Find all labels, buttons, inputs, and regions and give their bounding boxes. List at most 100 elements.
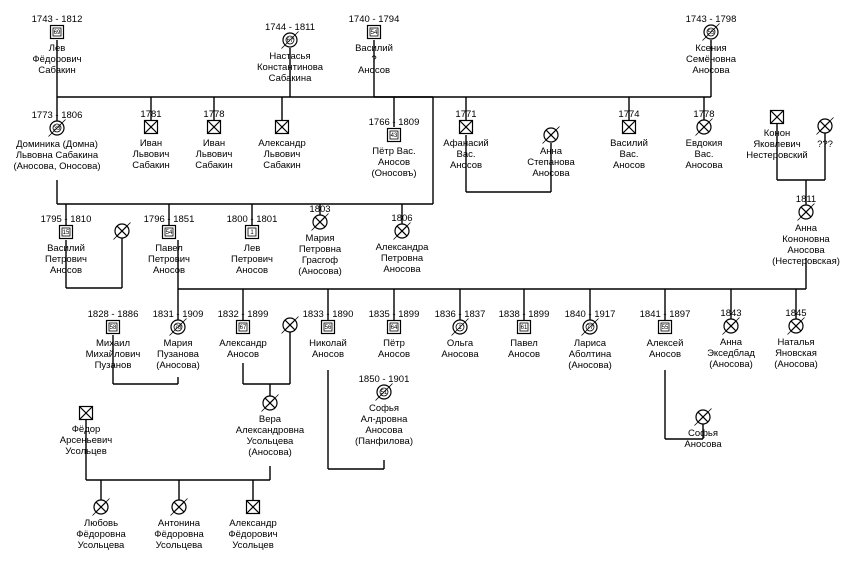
female-circle-icon (695, 118, 713, 136)
person-name-line: Вера (259, 414, 282, 425)
person-name-line: Львович (133, 149, 170, 160)
person-name-line: Софья (369, 403, 399, 414)
person-years: 1840 - 1917 (565, 309, 616, 320)
person-sofya_panfilova[interactable]: 1850 - 190151СофьяАл-дровнаАносова(Панфи… (355, 374, 413, 447)
age-label: 69 (54, 30, 61, 36)
female-circle-icon (261, 394, 279, 412)
person-name-line: Петровна (299, 244, 342, 255)
person-aleksandr_wife[interactable] (281, 316, 299, 334)
age-label: 51 (381, 390, 388, 396)
person-konon_wife[interactable]: ??? (816, 117, 834, 151)
female-circle-icon (722, 317, 740, 335)
person-years: 1841 - 1897 (640, 309, 691, 320)
person-name-line: Аносов (236, 265, 268, 276)
female-circle-icon (787, 317, 805, 335)
person-name-line: Мария (305, 233, 334, 244)
person-name-line: Лев (49, 43, 66, 54)
person-name-line: Алексей (647, 338, 684, 349)
person-years: 1781 (140, 109, 161, 120)
female-circle-icon: 67 (281, 31, 299, 49)
person-name-line: Петрович (45, 254, 87, 265)
person-years: 1771 (455, 109, 476, 120)
person-years: 1766 - 1809 (369, 117, 420, 128)
person-years: 1778 (693, 109, 714, 120)
person-name-line: (Нестеровская) (772, 256, 840, 267)
person-name-line: Аносова (692, 65, 730, 76)
person-name-line: Фёдоровна (154, 529, 204, 540)
person-years: 1774 (618, 109, 639, 120)
person-vasiliy_1795_wife[interactable] (113, 222, 131, 240)
person-name-line: Наталья (777, 337, 814, 348)
age-label: 33 (54, 126, 61, 132)
person-name-line: ??? (817, 139, 833, 150)
person-name-line: Василий (47, 243, 85, 254)
person-name-line: (Аносова, Оносова) (13, 161, 100, 172)
age-label: 1 (250, 230, 254, 236)
age-label: 56 (325, 325, 332, 331)
age-label: 1 (458, 325, 462, 331)
person-years: 1843 (720, 308, 741, 319)
person-name-line: Ал-дровна (361, 414, 408, 425)
person-years: 1833 - 1890 (303, 309, 354, 320)
person-name-line: Усольцева (156, 540, 203, 551)
person-name-line: Усольцева (247, 436, 294, 447)
person-name-line: Михайлович (86, 349, 141, 360)
age-label: 77 (587, 325, 594, 331)
person-name-line: Василий (610, 138, 648, 149)
male-square-icon: 64 (386, 319, 402, 335)
person-name-line: Нестеровский (746, 150, 807, 161)
person-name-line: Антонина (158, 518, 201, 529)
connector-lines (56, 40, 826, 500)
person-name-line: Вас. (619, 149, 638, 160)
female-circle-icon (393, 222, 411, 240)
person-name-line: Аносов (312, 349, 344, 360)
person-years: 1773 - 1806 (32, 110, 83, 121)
person-name-line: (Оносовъ) (371, 168, 416, 179)
male-square-icon: 54 (366, 24, 382, 40)
age-label: 54 (166, 230, 173, 236)
person-name-line: Александр (229, 518, 277, 529)
person-nastasya[interactable]: 1744 - 181167НастасьяКонстантиноваСабаки… (257, 22, 324, 84)
person-name-line: Петрович (148, 254, 190, 265)
person-name-line: Любовь (84, 518, 118, 529)
person-name-line: Усольцев (232, 540, 274, 551)
male-square-icon (245, 499, 261, 515)
